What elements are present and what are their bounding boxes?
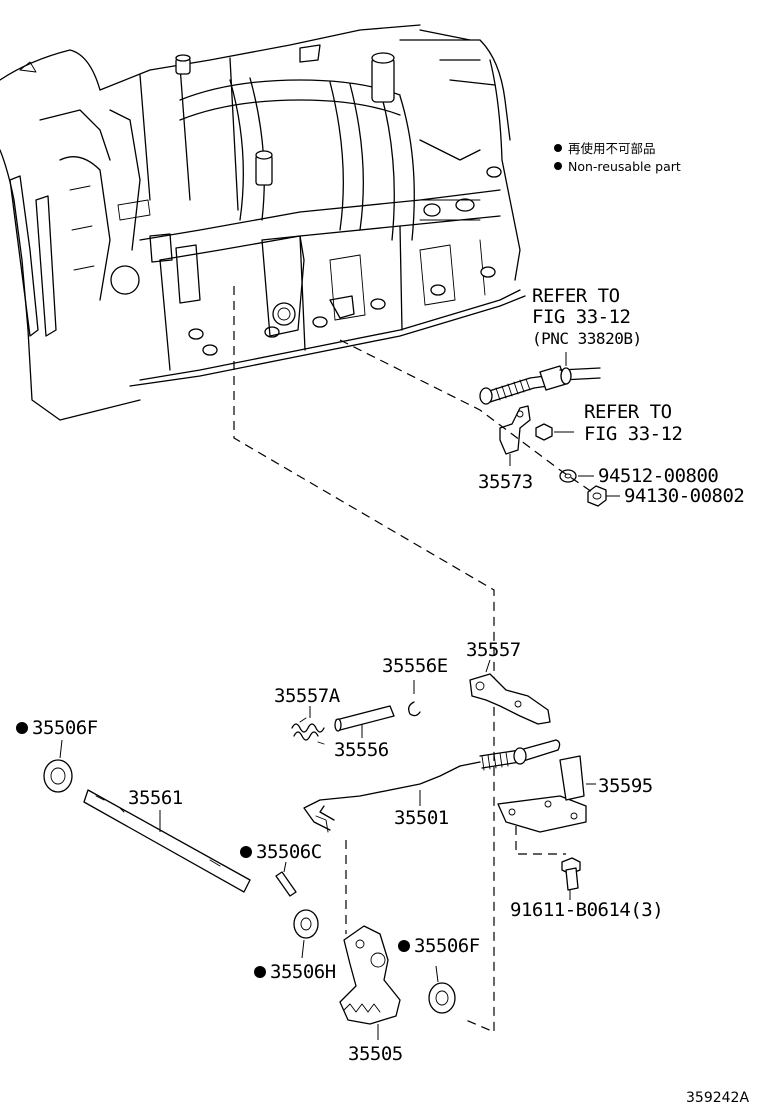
alignment-line [339,339,593,493]
assembly-guide-line [233,286,495,1033]
control-cable-end [479,352,601,405]
reference-labels: REFER TO FIG 33-12 (PNC 33820B) REFER TO… [532,285,683,445]
label-35556E: 35556E [382,655,448,677]
non-reusable-bullet-icon [16,722,28,734]
legend: 再使用不可部品 Non-reusable part [554,141,681,174]
legend-bullet-icon [554,144,562,152]
label-35573: 35573 [478,471,533,493]
rod-35501 [303,739,561,833]
label-35506F-right: 35506F [414,935,480,957]
bracket-35573 [499,405,531,466]
bolt-ref [535,423,574,441]
figure-id: 359242A [686,1090,749,1106]
label-35557: 35557 [466,639,521,661]
bolt-ref-line2: FIG 33-12 [584,423,682,445]
part-number-labels: 35573 94512-00800 94130-00802 35557 3555… [32,465,745,1065]
pin-35556 [334,705,395,738]
shaft-35561 [83,789,251,893]
bolt-91611 [561,857,581,900]
cable-ref-line2: FIG 33-12 [532,306,630,328]
label-35506C: 35506C [256,841,322,863]
label-94130-00802: 94130-00802 [624,485,744,507]
assembly-guide-line-3 [515,826,566,855]
washer-94512 [559,469,594,483]
label-35556: 35556 [334,739,389,761]
seal-35506F-right [398,940,456,1014]
label-35557A: 35557A [274,685,341,707]
legend-jp: 再使用不可部品 [568,141,656,156]
lever-35557 [469,659,551,725]
spring-35557A [291,706,325,745]
label-35561: 35561 [128,787,183,809]
nut-94130 [587,485,620,507]
label-35505: 35505 [348,1043,403,1065]
cable-ref-line1: REFER TO [532,285,620,307]
non-reusable-bullet-icon [240,846,252,858]
legend-bullet-icon [554,162,562,170]
collar-35506H [254,909,319,978]
bracket-35595 [497,755,596,833]
transmission-assembly [0,24,526,421]
label-91611-B0614: 91611-B0614(3) [510,899,663,921]
legend-en: Non-reusable part [568,159,681,174]
label-94512-00800: 94512-00800 [598,465,718,487]
pin-35506C [240,846,297,897]
lever-35505 [339,925,401,1040]
label-35595: 35595 [598,775,653,797]
non-reusable-bullet-icon [398,940,410,952]
seal-35506F-left [16,722,73,793]
non-reusable-bullet-icon [254,966,266,978]
cable-ref-line3: (PNC 33820B) [532,329,642,348]
label-35506H: 35506H [270,961,336,983]
bolt-ref-line1: REFER TO [584,401,672,423]
clip-35556E [408,680,421,717]
label-35506F-left: 35506F [32,717,98,739]
label-35501: 35501 [394,807,449,829]
